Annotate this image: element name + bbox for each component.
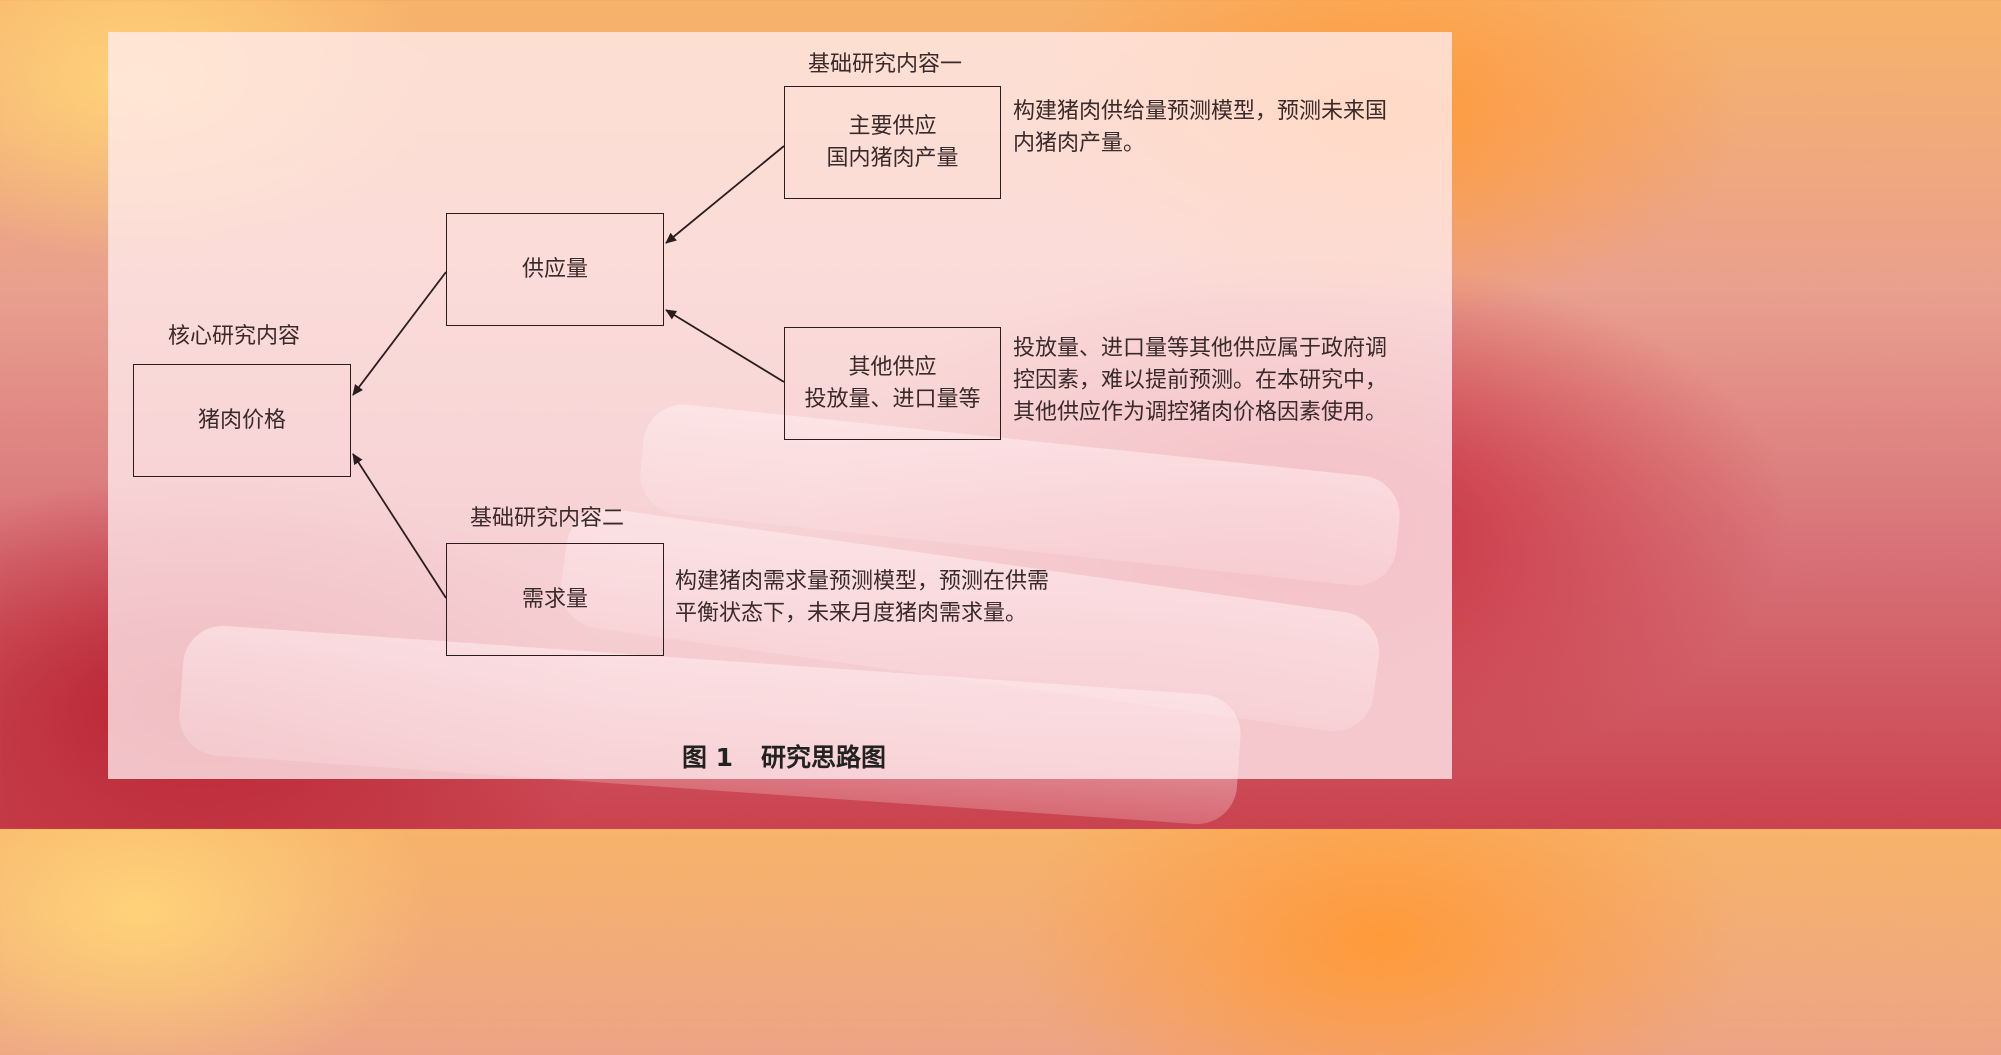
basic-research-2-label: 基础研究内容二 — [470, 506, 625, 531]
supply-box: 供应量 — [446, 213, 664, 326]
main-supply-description: 构建猪肉供给量预测模型，预测未来国 内猪肉产量。 — [1013, 96, 1387, 160]
other-supply-box: 其他供应 投放量、进口量等 — [784, 327, 1001, 440]
arrow-supply-to-price — [352, 271, 447, 396]
figure-number: 图 1 — [681, 743, 734, 772]
other-supply-description-line: 其他供应作为调控猪肉价格因素使用。 — [1013, 400, 1388, 425]
basic-research-1-label: 基础研究内容一 — [808, 52, 963, 77]
other-supply-title: 其他供应 — [848, 354, 937, 380]
other-supply-description-line: 控因素，难以提前预测。在本研究中， — [1013, 368, 1388, 393]
main-supply-description-line: 内猪肉产量。 — [1013, 131, 1146, 156]
demand-description-line: 构建猪肉需求量预测模型，预测在供需 — [675, 569, 1050, 594]
pork-price-text: 猪肉价格 — [197, 407, 286, 433]
arrow-demand-to-price — [352, 453, 447, 599]
arrow-other-supply-to-supply — [665, 309, 785, 383]
figure-caption: 图 1 研究思路图 — [0, 738, 1568, 774]
core-research-label: 核心研究内容 — [168, 324, 301, 349]
main-supply-box: 主要供应 国内猪肉产量 — [784, 86, 1001, 199]
demand-description: 构建猪肉需求量预测模型，预测在供需 平衡状态下，未来月度猪肉需求量。 — [675, 566, 1049, 630]
supply-text: 供应量 — [521, 256, 588, 282]
diagram-panel — [108, 32, 1452, 779]
other-supply-description: 投放量、进口量等其他供应属于政府调 控因素，难以提前预测。在本研究中， 其他供应… — [1013, 333, 1387, 429]
figure-title: 研究思路图 — [761, 743, 887, 772]
other-supply-description-line: 投放量、进口量等其他供应属于政府调 — [1013, 336, 1388, 361]
main-supply-title: 主要供应 — [848, 113, 937, 139]
other-supply-subtitle: 投放量、进口量等 — [804, 386, 981, 412]
demand-description-line: 平衡状态下，未来月度猪肉需求量。 — [675, 601, 1028, 626]
demand-box: 需求量 — [446, 543, 664, 656]
main-supply-subtitle: 国内猪肉产量 — [826, 145, 959, 171]
main-supply-description-line: 构建猪肉供给量预测模型，预测未来国 — [1013, 99, 1388, 124]
pork-price-box: 猪肉价格 — [133, 364, 351, 477]
demand-text: 需求量 — [521, 586, 588, 612]
diagram-connectors — [352, 145, 785, 599]
arrow-main-supply-to-supply — [665, 145, 785, 244]
